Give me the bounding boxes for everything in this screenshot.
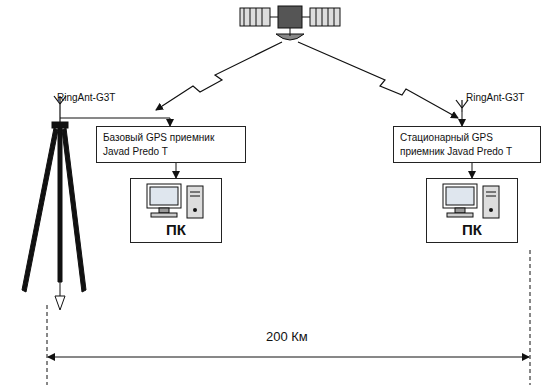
tripod <box>22 122 86 310</box>
antenna-label: RingAnt-G3T <box>57 92 115 103</box>
data-arrow <box>176 163 177 178</box>
antenna-label: RingAnt-G3T <box>466 92 524 103</box>
receiver-label: Базовый GPS приемник Javad Predo T <box>103 131 239 158</box>
extension-line <box>47 305 48 385</box>
signal-line <box>298 42 458 118</box>
computer-label: ПК <box>462 222 482 239</box>
dimension-label: 200 Км <box>264 329 310 344</box>
receiver-label: Стационарный GPS приемник Javad Predo T <box>400 131 534 158</box>
computer-icon <box>437 182 507 222</box>
data-arrow <box>472 163 473 178</box>
receiver-box: Стационарный GPS приемник Javad Predo T <box>393 126 541 163</box>
extension-line <box>530 250 531 385</box>
antenna-cable <box>60 118 170 126</box>
computer-label: ПК <box>166 222 186 239</box>
computer-box: ПК <box>130 178 222 243</box>
computer-icon <box>141 182 211 222</box>
signal-line <box>156 42 282 110</box>
satellite <box>240 6 340 40</box>
dimension-line <box>48 357 529 358</box>
antenna-cable <box>462 112 463 126</box>
receiver-box: Базовый GPS приемник Javad Predo T <box>96 126 246 163</box>
computer-box: ПК <box>426 178 518 243</box>
